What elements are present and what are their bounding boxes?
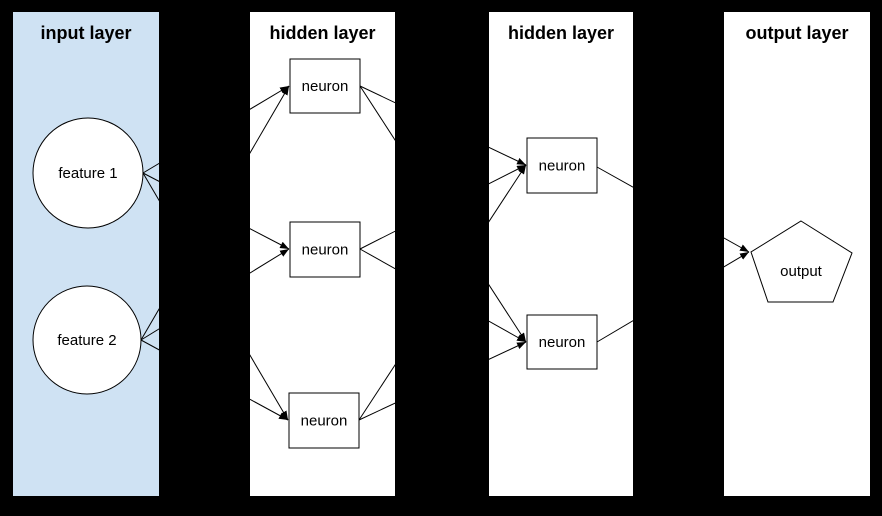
layer-title-hidden1: hidden layer: [269, 23, 375, 43]
node-label-hidden2-neuron-2: neuron: [539, 334, 586, 351]
node-output-node: [750, 220, 853, 303]
edge-hidden1-neuron-3-to-hidden2-neuron-1: [358, 164, 527, 421]
edge-hidden1-neuron-2-to-hidden2-neuron-2: [359, 248, 527, 343]
edge-hidden1-neuron-2-to-hidden2-neuron-1: [359, 164, 527, 250]
node-label-hidden1-neuron-3: neuron: [301, 413, 348, 430]
node-feature-2: [32, 285, 142, 395]
edge-hidden1-neuron-3-to-hidden2-neuron-2: [358, 341, 527, 421]
node-label-feature-2: feature 2: [57, 332, 116, 349]
layer-title-output: output layer: [745, 23, 848, 43]
edge-feature-2-to-hidden1-neuron-3: [140, 339, 289, 421]
node-label-hidden1-neuron-1: neuron: [302, 78, 349, 95]
node-label-hidden2-neuron-1: neuron: [539, 158, 586, 175]
node-hidden2-neuron-2: [526, 314, 598, 370]
node-hidden1-neuron-3: [288, 392, 360, 449]
edge-feature-1-to-hidden1-neuron-3: [142, 172, 289, 421]
edge-feature-2-to-hidden1-neuron-2: [140, 248, 290, 341]
node-hidden2-neuron-1: [526, 137, 598, 194]
node-label-feature-1: feature 1: [58, 165, 117, 182]
node-label-hidden1-neuron-2: neuron: [302, 242, 349, 259]
layer-title-hidden2: hidden layer: [508, 23, 614, 43]
node-feature-1: [32, 117, 144, 229]
layer-panel-hidden2: [489, 12, 633, 496]
edge-hidden2-neuron-1-to-output-node: [596, 166, 750, 253]
layer-panel-input: [13, 12, 159, 496]
edge-hidden2-neuron-2-to-output-node: [596, 251, 750, 343]
edge-hidden1-neuron-1-to-hidden2-neuron-1: [359, 85, 527, 166]
node-hidden1-neuron-2: [289, 221, 361, 278]
edge-hidden1-neuron-1-to-hidden2-neuron-2: [359, 85, 527, 343]
edge-feature-2-to-hidden1-neuron-1: [140, 85, 290, 341]
node-hidden1-neuron-1: [289, 58, 361, 114]
edge-feature-1-to-hidden1-neuron-1: [142, 85, 290, 174]
layer-title-input: input layer: [40, 23, 131, 43]
node-label-output-node: output: [780, 263, 823, 280]
